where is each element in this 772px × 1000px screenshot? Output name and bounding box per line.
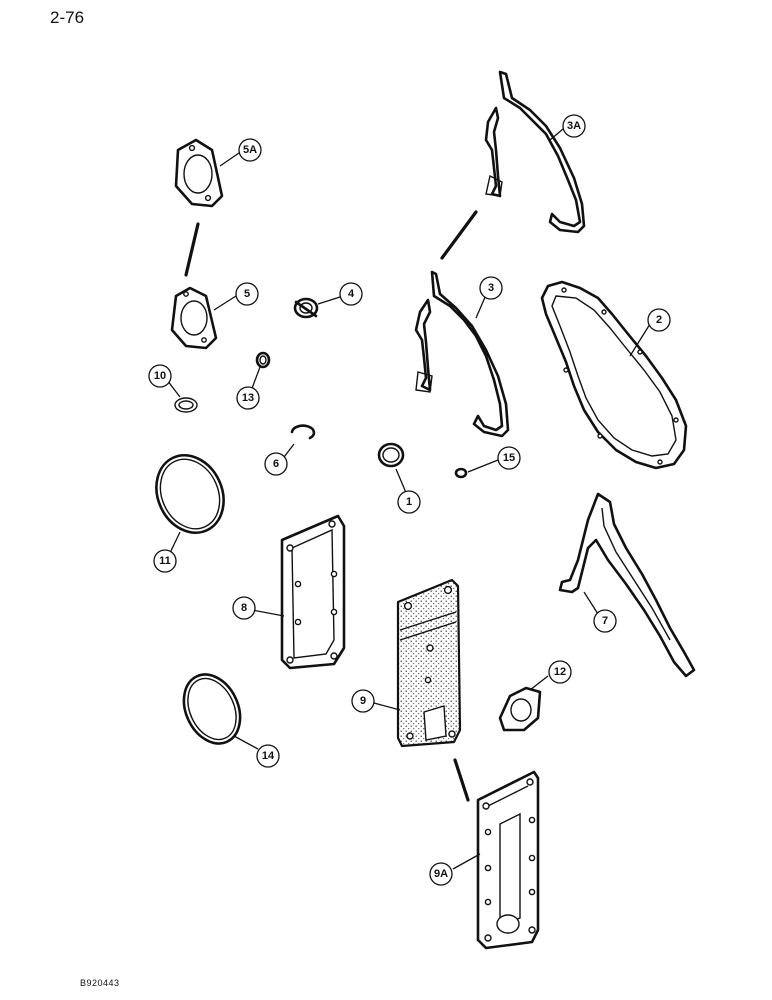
part-11-o-ring bbox=[155, 454, 225, 534]
callout-4: 4 bbox=[339, 282, 363, 306]
callout-11: 11 bbox=[153, 549, 177, 573]
part-4-seal bbox=[293, 297, 319, 319]
figure-code: B920443 bbox=[80, 978, 120, 988]
callout-label: 8 bbox=[241, 602, 247, 614]
callout-label: 2 bbox=[656, 314, 662, 326]
callout-2: 2 bbox=[647, 308, 671, 332]
callout-7: 7 bbox=[593, 609, 617, 633]
callout-5: 5 bbox=[235, 282, 259, 306]
callout-label: 10 bbox=[154, 370, 166, 382]
tie-line-3a-3 bbox=[440, 210, 478, 260]
part-13-seal bbox=[255, 351, 271, 369]
part-1-seal bbox=[377, 442, 405, 468]
tie-line-9-9a bbox=[453, 758, 470, 802]
callout-label: 4 bbox=[348, 288, 355, 300]
callout-label: 15 bbox=[503, 452, 515, 464]
part-10-ring bbox=[174, 397, 198, 413]
callout-3a: 3A bbox=[562, 114, 586, 138]
part-3-gasket bbox=[414, 270, 510, 438]
callout-8: 8 bbox=[232, 596, 256, 620]
callout-label: 11 bbox=[159, 555, 171, 567]
callout-label: 3 bbox=[488, 282, 494, 294]
part-9-gasket bbox=[396, 578, 462, 748]
callout-9: 9 bbox=[351, 689, 375, 713]
part-9a-gasket bbox=[476, 770, 540, 950]
callout-label: 12 bbox=[554, 666, 566, 678]
part-3a-gasket bbox=[484, 70, 586, 234]
callout-6: 6 bbox=[264, 452, 288, 476]
callout-label: 1 bbox=[406, 496, 412, 508]
part-5-gasket bbox=[170, 286, 218, 350]
callout-5a: 5A bbox=[238, 138, 262, 162]
callout-label: 9A bbox=[434, 868, 448, 880]
callout-1: 1 bbox=[397, 490, 421, 514]
callout-9a: 9A bbox=[429, 862, 453, 886]
part-12-gasket bbox=[498, 686, 542, 732]
callout-label: 13 bbox=[242, 392, 254, 404]
callout-label: 5 bbox=[244, 288, 250, 300]
part-14-o-ring bbox=[182, 673, 242, 745]
callout-13: 13 bbox=[236, 386, 260, 410]
page-number: 2-76 bbox=[50, 8, 85, 27]
part-7-gasket bbox=[558, 492, 696, 678]
tie-line-5a-5 bbox=[184, 222, 200, 277]
callout-label: 14 bbox=[262, 750, 275, 762]
part-2-gasket bbox=[540, 280, 688, 470]
callout-label: 5A bbox=[243, 144, 257, 156]
callout-label: 3A bbox=[567, 120, 581, 132]
part-8-gasket bbox=[280, 514, 346, 670]
callout-12: 12 bbox=[548, 660, 572, 684]
callout-15: 15 bbox=[497, 446, 521, 470]
callout-14: 14 bbox=[256, 744, 280, 768]
callout-3: 3 bbox=[479, 276, 503, 300]
part-5a-gasket bbox=[174, 138, 224, 208]
part-6-snap-ring bbox=[290, 424, 316, 440]
callout-10: 10 bbox=[148, 364, 172, 388]
callout-label: 7 bbox=[602, 615, 608, 627]
callout-label: 9 bbox=[360, 695, 366, 707]
callout-label: 6 bbox=[273, 458, 279, 470]
part-15-o-ring bbox=[454, 467, 468, 479]
